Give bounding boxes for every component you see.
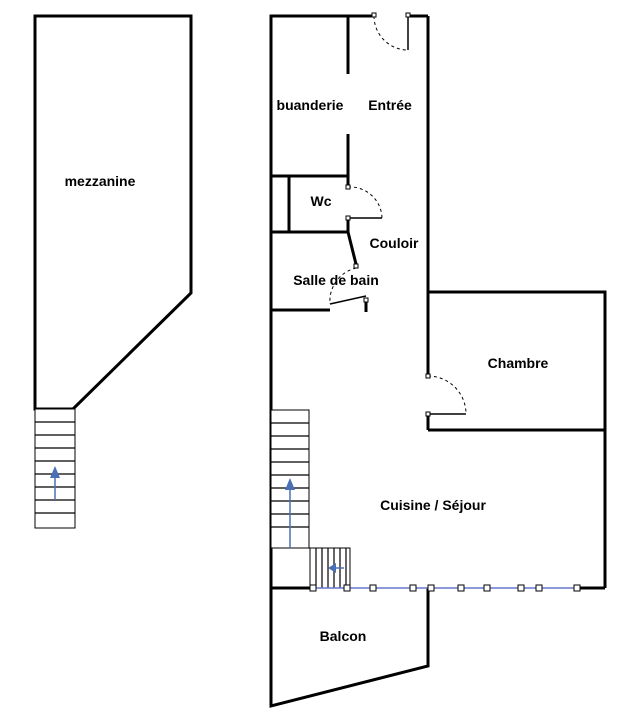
main-stair-arrowhead — [285, 478, 295, 490]
room-label-entree: Entrée — [368, 97, 412, 113]
mezzanine-outline — [33, 14, 193, 411]
mezzanine-area — [33, 14, 193, 529]
room-label-buanderie: buanderie — [277, 97, 344, 113]
apartment-walls — [269, 14, 607, 708]
room-label-salle-de-bain: Salle de bain — [293, 272, 379, 288]
main-stairs — [270, 409, 351, 589]
entrance-door — [371, 12, 411, 51]
room-label-chambre: Chambre — [488, 355, 549, 371]
stair-arrowhead — [50, 466, 60, 478]
bathroom-door — [329, 263, 369, 305]
room-label-wc: Wc — [311, 193, 332, 209]
room-label-balcon: Balcon — [320, 628, 367, 644]
doors — [329, 12, 467, 417]
room-label-mezzanine: mezzanine — [65, 173, 136, 189]
room-label-couloir: Couloir — [370, 235, 420, 251]
wc-door — [345, 184, 383, 221]
balcony-window — [309, 584, 605, 592]
bedroom-door — [425, 373, 467, 417]
mezzanine-stairs — [34, 408, 76, 529]
room-label-cuisine-sejour: Cuisine / Séjour — [380, 497, 486, 513]
